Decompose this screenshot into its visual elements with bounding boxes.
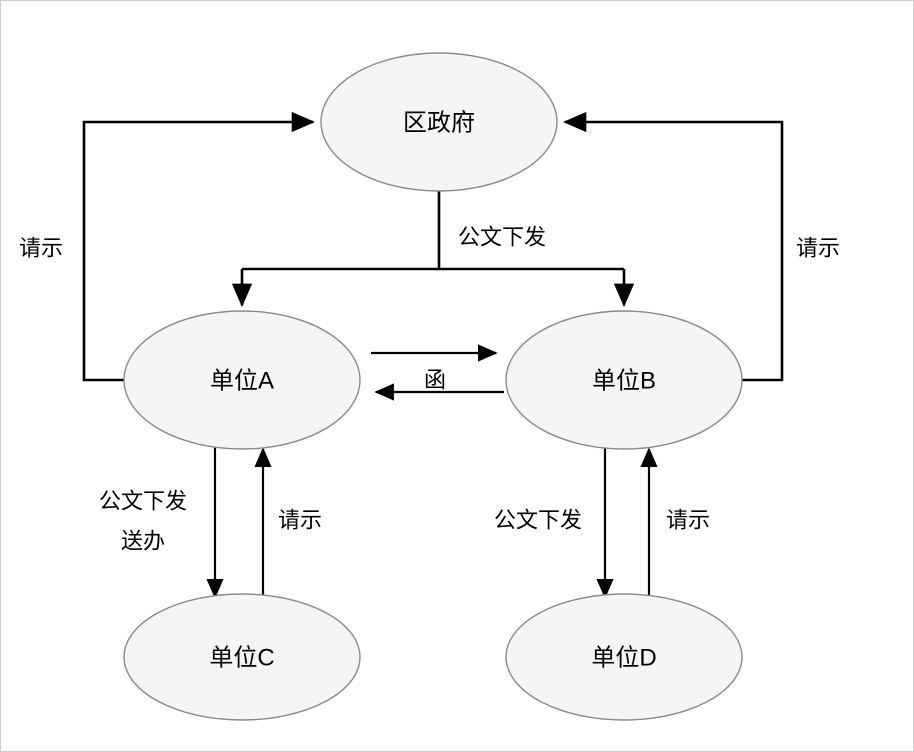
edge-label-b-to-d: 公文下发 xyxy=(494,508,582,533)
node-unit-a[interactable]: 单位A xyxy=(123,310,361,450)
edge-label-a-to-c-line1: 公文下发 xyxy=(99,489,187,514)
edge-label-d-to-b: 请示 xyxy=(666,508,710,533)
edge-label-letter: 函 xyxy=(424,368,446,393)
node-label-district-government: 区政府 xyxy=(403,110,475,137)
node-shape-unit-c[interactable] xyxy=(123,593,361,721)
node-unit-b[interactable]: 单位B xyxy=(505,310,743,450)
node-shape-unit-d[interactable] xyxy=(505,593,743,721)
edge-label-c-to-a: 请示 xyxy=(278,508,322,533)
edge-unit-b-to-unit-d: 公文下发 xyxy=(494,447,614,599)
edge-path-a-to-gov xyxy=(82,111,316,382)
edge-label-a-to-c-line2: 送办 xyxy=(121,529,165,554)
edge-label-b-to-gov: 请示 xyxy=(796,236,840,261)
node-district-government[interactable]: 区政府 xyxy=(320,52,558,192)
edge-government-to-units: 公文下发 xyxy=(231,190,635,308)
node-label-unit-d: 单位D xyxy=(591,645,656,672)
node-shape-unit-a[interactable] xyxy=(123,310,361,450)
edge-label-a-to-gov: 请示 xyxy=(19,236,63,261)
node-label-unit-a: 单位A xyxy=(210,368,274,395)
edge-unit-a-to-unit-c: 公文下发 送办 xyxy=(99,447,224,599)
node-label-unit-b: 单位B xyxy=(592,368,656,395)
edge-unit-d-to-unit-b: 请示 xyxy=(640,447,710,599)
node-unit-d[interactable]: 单位D xyxy=(505,593,743,721)
node-shape-unit-b[interactable] xyxy=(505,310,743,450)
node-unit-c[interactable]: 单位C xyxy=(123,593,361,721)
edge-unit-b-to-unit-a: 函 xyxy=(374,368,504,401)
edge-unit-a-to-government: 请示 xyxy=(19,111,316,382)
node-label-unit-c: 单位C xyxy=(209,645,274,672)
node-shape-district-government[interactable] xyxy=(320,52,558,192)
edge-path-b-to-gov xyxy=(562,111,784,382)
edge-label-gov-to-units: 公文下发 xyxy=(458,225,546,250)
edge-unit-c-to-unit-a: 请示 xyxy=(254,447,322,599)
edge-unit-b-to-government: 请示 xyxy=(562,111,840,382)
